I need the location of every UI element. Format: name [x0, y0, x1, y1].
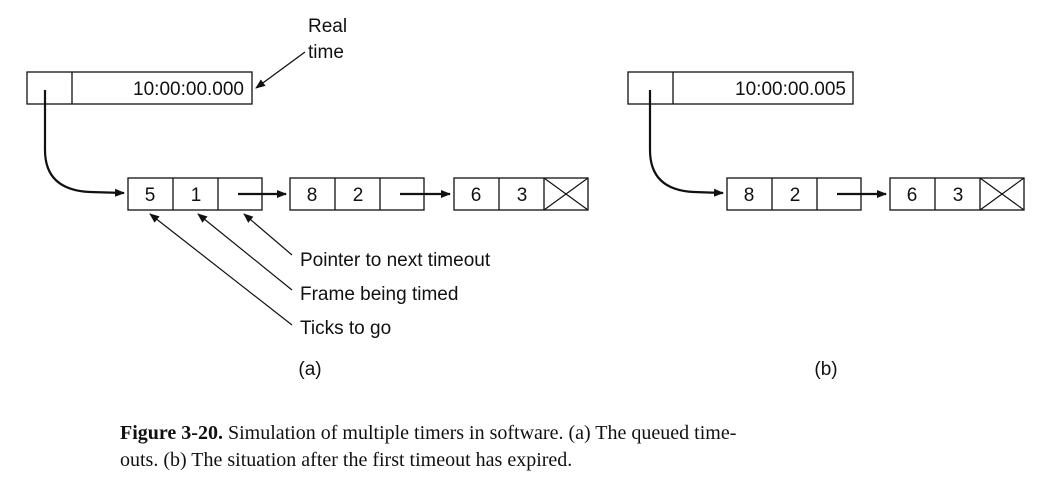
caption-line-1: Figure 3-20. Simulation of multiple time…	[120, 420, 1000, 447]
clock-value-b: 10:00:00.005	[735, 79, 846, 100]
caption-line-2: outs. (b) The situation after the first …	[120, 447, 1000, 474]
frame-value: 3	[953, 185, 964, 206]
caption-text-2: outs. (b) The situation after the first …	[120, 449, 573, 471]
caption-figure-number: Figure 3-20.	[120, 422, 223, 444]
frame-annotation: Frame being timed	[300, 284, 458, 305]
real-time-label-line1: Real	[308, 16, 347, 37]
real-time-arrow	[255, 51, 306, 89]
panel-a-label: (a)	[298, 359, 321, 380]
clock-value-a: 10:00:00.000	[133, 79, 244, 100]
clock-box-a	[26, 71, 253, 105]
ticks-value: 8	[744, 185, 755, 206]
ticks-annotation: Ticks to go	[300, 318, 391, 339]
real-time-label-line2: time	[308, 42, 344, 63]
ticks-value: 8	[307, 185, 318, 206]
frame-value: 2	[353, 185, 364, 206]
timeout-node-a1: 5 1	[127, 177, 263, 211]
pointer-annotation-arrow	[243, 213, 293, 256]
head-pointer-b	[648, 90, 724, 197]
figure-caption: Figure 3-20. Simulation of multiple time…	[120, 420, 1000, 474]
frame-value: 3	[517, 185, 528, 206]
caption-text-1: Simulation of multiple timers in softwar…	[222, 422, 737, 444]
panel-b-label: (b)	[814, 359, 837, 380]
timeout-node-b2: 6 3	[889, 177, 1025, 211]
pointer-annotation: Pointer to next timeout	[300, 250, 491, 271]
frame-value: 2	[790, 185, 801, 206]
ticks-annotation-arrow	[149, 213, 293, 326]
timeout-node-a3: 6 3	[453, 177, 589, 211]
panel-a: Real time 10:00:00.000 5 1 8 2	[26, 16, 589, 380]
ticks-value: 6	[471, 185, 482, 206]
frame-annotation-arrow	[197, 213, 293, 291]
clock-box-b	[627, 71, 854, 105]
ticks-value: 6	[907, 185, 918, 206]
head-pointer-a	[43, 90, 125, 197]
panel-b: 10:00:00.005 8 2 6 3 (b)	[627, 71, 1025, 380]
ticks-value: 5	[145, 185, 156, 206]
frame-value: 1	[191, 185, 202, 206]
